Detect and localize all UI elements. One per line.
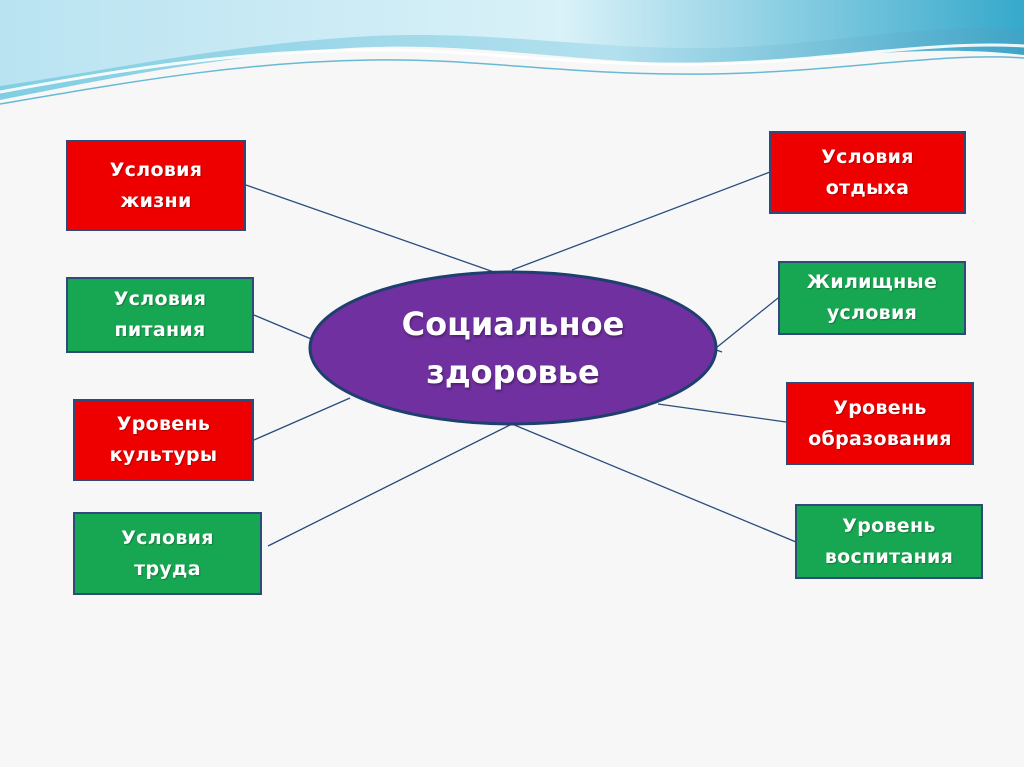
connector-education-level	[657, 403, 787, 423]
wave-highlight	[0, 43, 1024, 94]
box-rest-conditions: Условия отдыха	[769, 131, 966, 214]
center-label-text: Социальное здоровье	[401, 305, 625, 391]
box-label: Условия труда	[121, 526, 214, 580]
box-upbringing-level: Уровень воспитания	[795, 504, 983, 579]
box-label: Условия жизни	[109, 158, 203, 212]
connector-housing-conditions	[715, 297, 779, 349]
connector-work-conditions	[267, 423, 513, 547]
box-work-conditions: Условия труда	[73, 512, 262, 595]
box-culture-level: Уровень культуры	[73, 399, 254, 481]
box-label: Жилищные условия	[806, 271, 938, 324]
box-housing-conditions: Жилищные условия	[778, 261, 966, 335]
center-node-label: Социальное здоровье	[310, 272, 716, 424]
center-ellipse	[308, 270, 718, 426]
box-label: Уровень воспитания	[824, 514, 954, 568]
wave-front	[0, 0, 1024, 86]
box-label: Уровень образования	[808, 396, 952, 450]
wave-line	[0, 56, 1024, 105]
box-label: Условия питания	[113, 288, 207, 341]
box-nutrition-conditions: Условия питания	[66, 277, 254, 353]
box-label: Условия отдыха	[821, 145, 914, 199]
connector-upbringing-level	[511, 423, 797, 543]
box-education-level: Уровень образования	[786, 382, 974, 465]
connector-rest-conditions	[511, 171, 771, 271]
connector-culture-level	[253, 397, 351, 441]
box-label: Уровень культуры	[109, 413, 218, 466]
box-living-conditions: Условия жизни	[66, 140, 246, 231]
